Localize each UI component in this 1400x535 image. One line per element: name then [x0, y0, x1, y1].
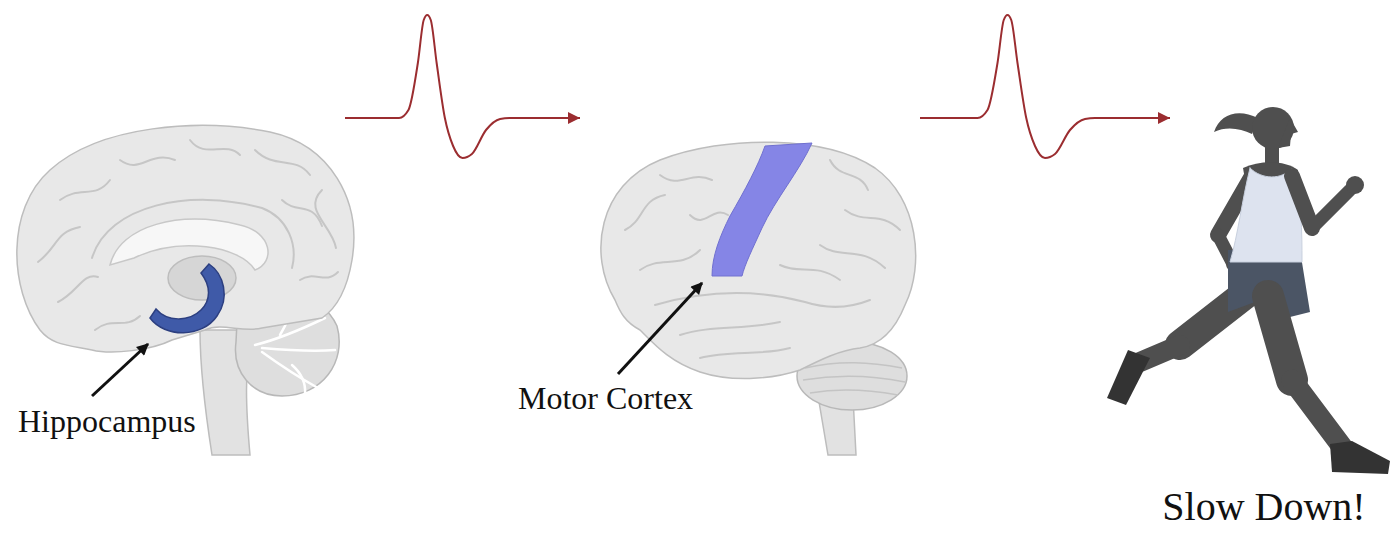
cerebrum	[17, 126, 354, 352]
runner-front-fist	[1346, 176, 1364, 194]
sulcus	[845, 210, 900, 230]
sulcus	[780, 265, 840, 280]
illustration-node: Motor Cortex	[512, 118, 920, 460]
cerebellum-fold	[262, 348, 335, 351]
sulcus	[830, 160, 868, 190]
region-label: Motor Cortex	[518, 380, 693, 417]
runner-ponytail	[1214, 113, 1258, 134]
sagittal-brain	[17, 126, 354, 455]
runner-front-upper-arm	[1292, 176, 1312, 228]
leader-line	[618, 283, 702, 374]
sulcus	[700, 348, 790, 358]
action-potential-arrow	[920, 15, 1170, 158]
cerebellum-fold	[292, 365, 305, 394]
action-potential-arrow	[345, 15, 580, 158]
region-label: Hippocampus	[18, 403, 196, 440]
gyri	[38, 140, 338, 330]
sulcus	[58, 276, 98, 302]
sulcus	[255, 150, 310, 175]
folium	[805, 363, 902, 368]
region-label: Slow Down!	[1130, 484, 1398, 530]
runner-back-shoe	[1107, 350, 1150, 405]
motor-cortex	[712, 143, 812, 276]
illustration-node: Hippocampus	[10, 100, 345, 460]
runner-front-forearm	[1312, 190, 1350, 228]
runner-figure	[1107, 107, 1390, 474]
sulcus	[660, 175, 712, 181]
folium	[803, 376, 905, 382]
sulcus	[640, 250, 700, 270]
sulcus	[120, 158, 175, 165]
sulcus	[690, 213, 728, 220]
runner-front-shin	[1292, 380, 1343, 448]
cerebellum-fold	[262, 352, 318, 388]
runner-face	[1278, 118, 1298, 148]
folium	[810, 390, 898, 395]
sulcus	[820, 245, 885, 268]
sulcus	[38, 227, 80, 262]
sulcus	[190, 140, 240, 155]
sulcus	[282, 200, 322, 226]
cerebellum-folia	[803, 363, 905, 395]
hippocampus	[150, 264, 224, 333]
runner-front-shoe	[1330, 441, 1390, 474]
sulcus	[300, 272, 338, 280]
sulcus	[95, 316, 140, 330]
leader-line	[92, 344, 148, 396]
sulcus	[60, 180, 110, 200]
sulcus	[680, 322, 780, 335]
sulcus	[625, 195, 665, 230]
cerebrum	[601, 142, 916, 378]
runner-front-thigh	[1268, 296, 1292, 380]
thalamus	[168, 256, 236, 300]
illustration-node: Slow Down!	[1130, 118, 1398, 532]
